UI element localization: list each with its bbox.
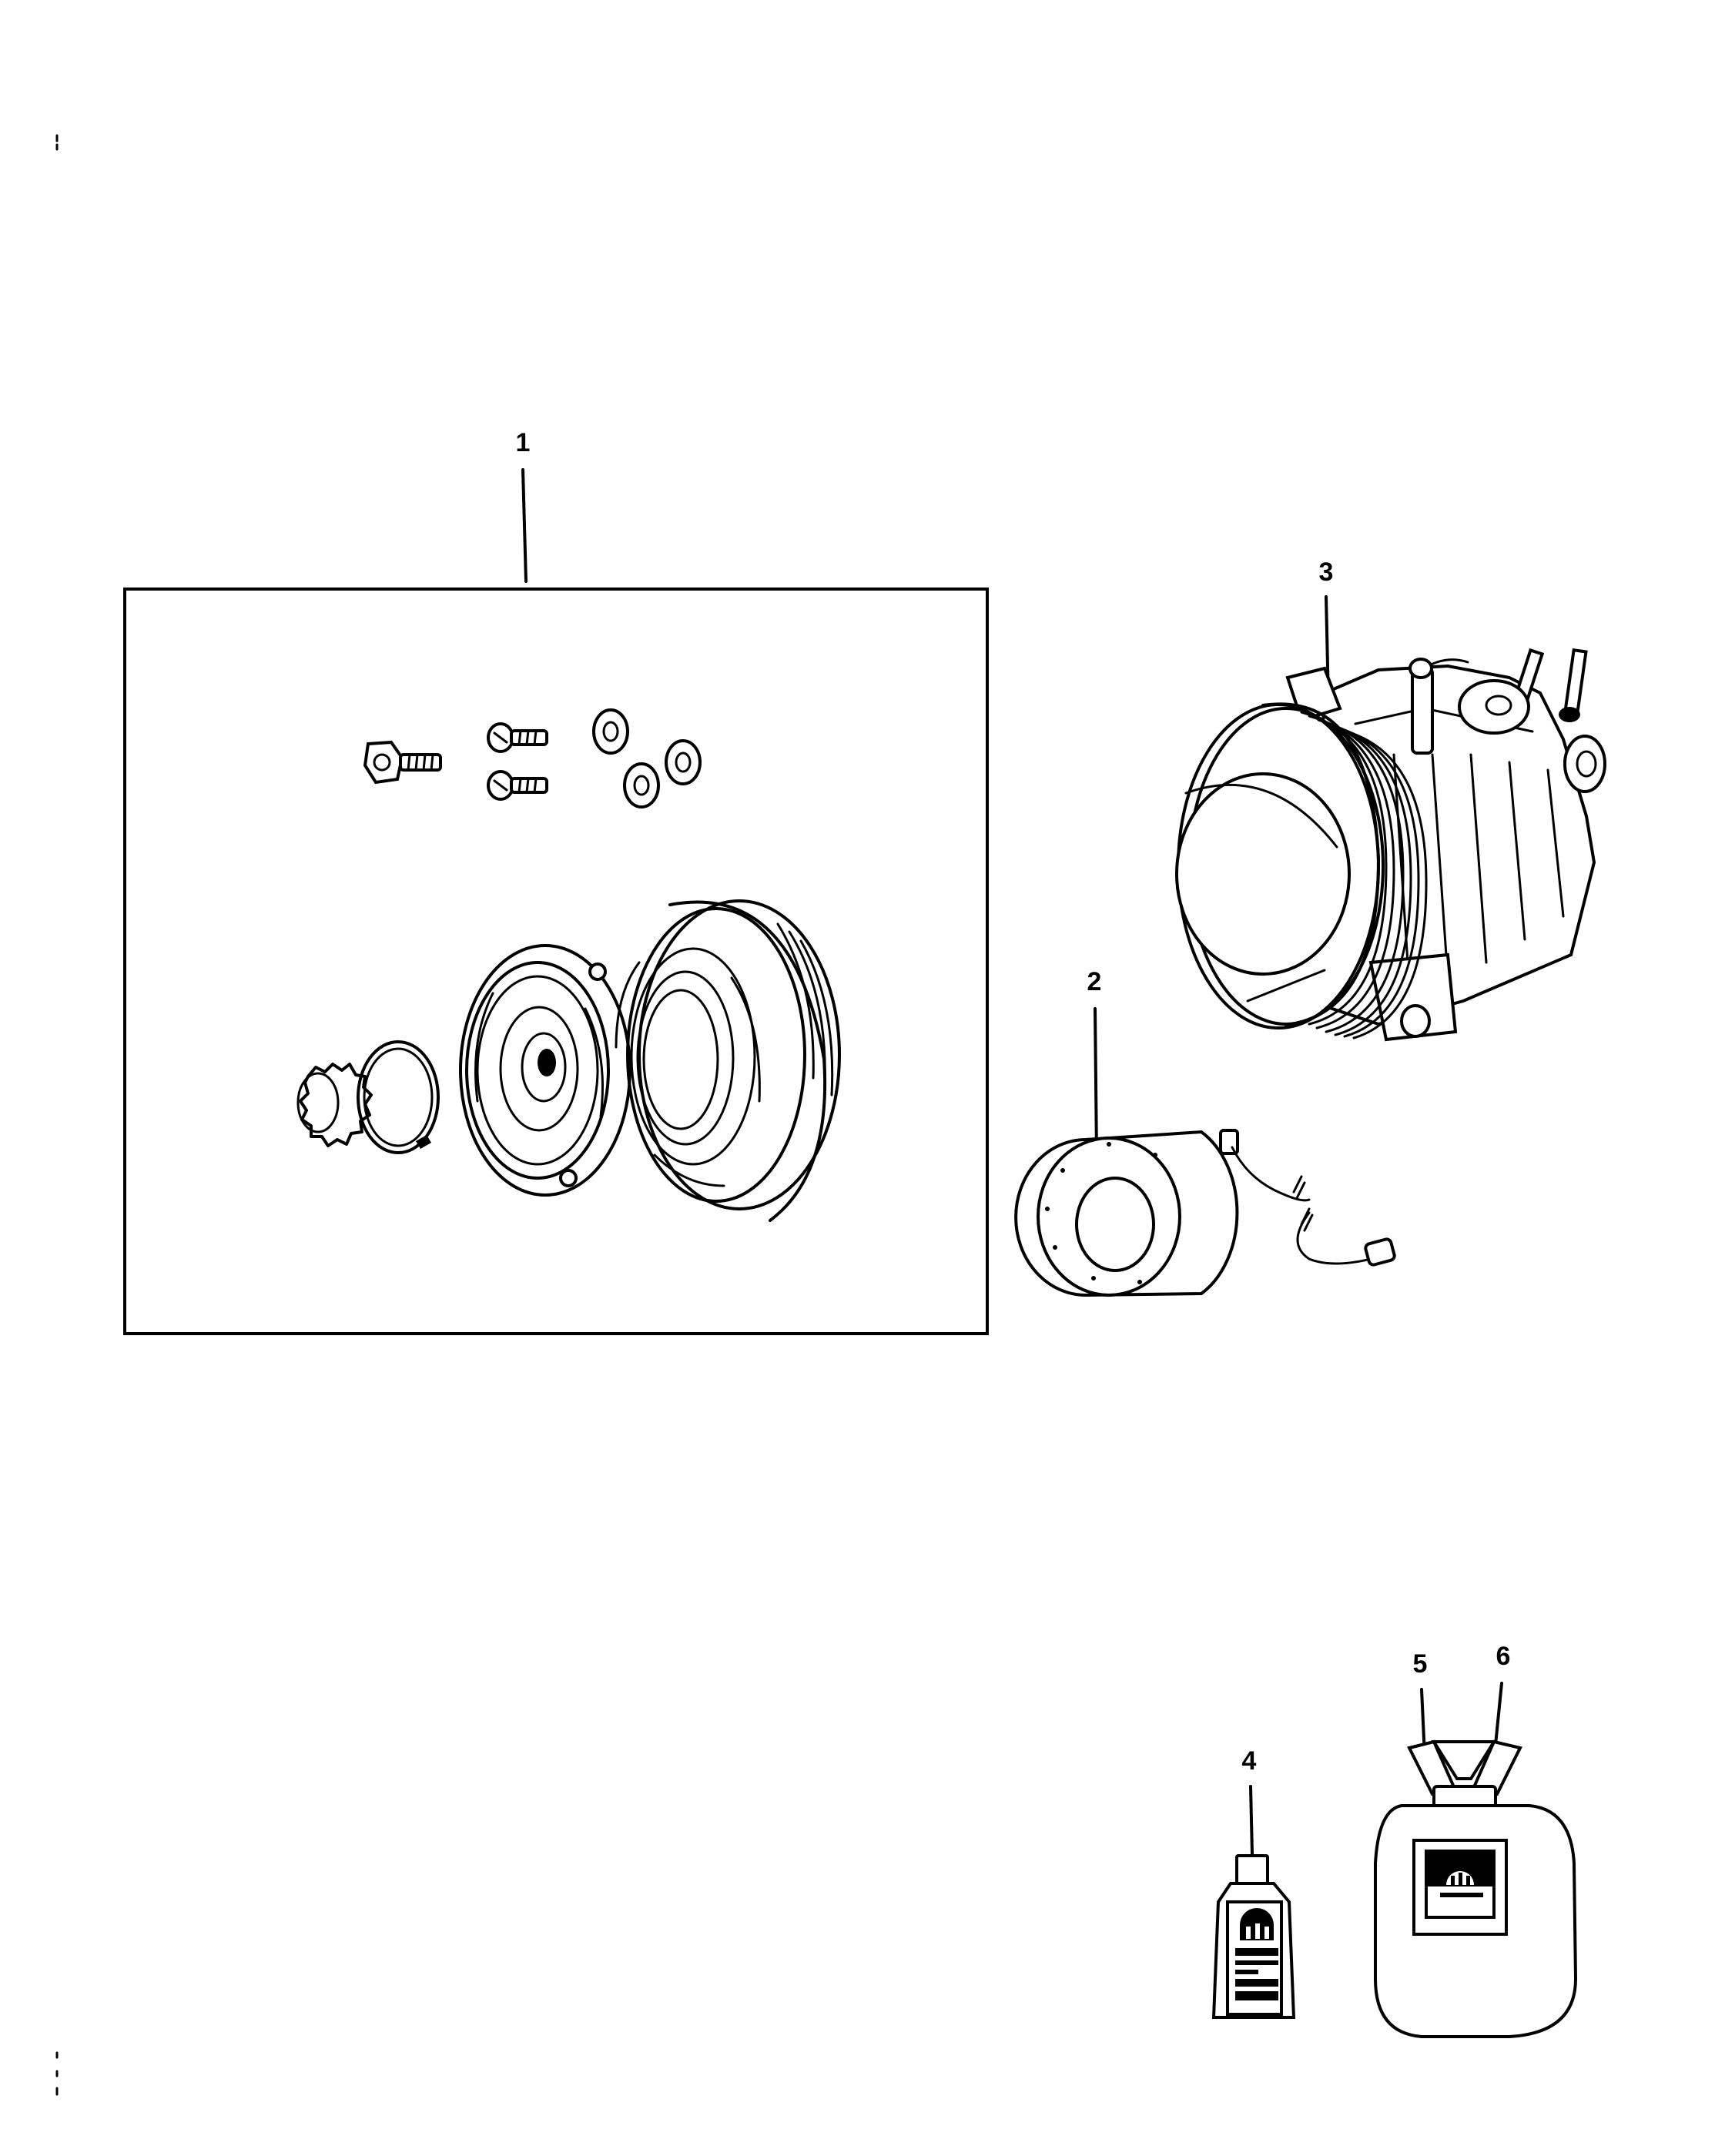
callout-4: 4 [1242,1746,1257,1856]
callout-2: 2 [1087,967,1102,1157]
callout-6: 6 [1494,1642,1511,1746]
callout-5-label: 5 [1413,1649,1428,1679]
pulley [615,899,841,1222]
retaining-ring [357,1040,440,1154]
callout-5: 5 [1413,1649,1428,1757]
ac-compressor [1175,648,1606,1042]
hex-bolt [363,740,442,785]
callout-6-label: 6 [1496,1642,1511,1671]
pag-oil-bottle [1211,1854,1296,2019]
screw-upper [487,722,548,753]
refrigerant-container [1374,1739,1578,2038]
washer-3 [665,739,702,785]
callout-1: 1 [516,428,531,583]
washer-1 [592,708,629,755]
clutch-hub [459,944,631,1197]
field-coil [1014,1129,1396,1297]
callout-2-label: 2 [1087,967,1102,996]
callout-4-label: 4 [1242,1746,1257,1776]
callout-1-label: 1 [516,428,531,457]
clutch-kit-box [123,588,989,1335]
callout-3-label: 3 [1319,557,1334,587]
snap-ring-toothed [296,1063,373,1147]
screw-lower [487,770,548,801]
washer-2 [623,762,660,808]
